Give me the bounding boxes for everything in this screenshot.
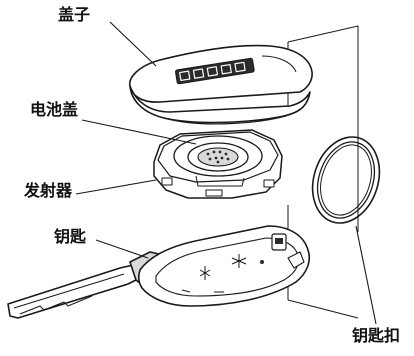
label-key-ring: 钥匙扣 [352,326,401,345]
label-key: 钥匙 [54,227,87,246]
battery-texture [206,150,230,164]
cover-leader-line [109,21,157,67]
cover-part [129,44,313,125]
transmitter-leader-line [75,179,157,195]
key-leader-line [95,239,149,259]
label-battery-cover: 电池盖 [30,100,79,119]
key-ring-leader-line [355,225,377,325]
key-ring-part [311,136,381,224]
key-part [7,225,311,319]
battery-cover-leader-line [81,119,197,145]
transmitter-part [153,129,283,199]
contact-markers [199,254,247,280]
label-transmitter: 发射器 [24,181,73,200]
logo-plate [175,57,255,85]
label-cover: 盖子 [58,5,91,24]
